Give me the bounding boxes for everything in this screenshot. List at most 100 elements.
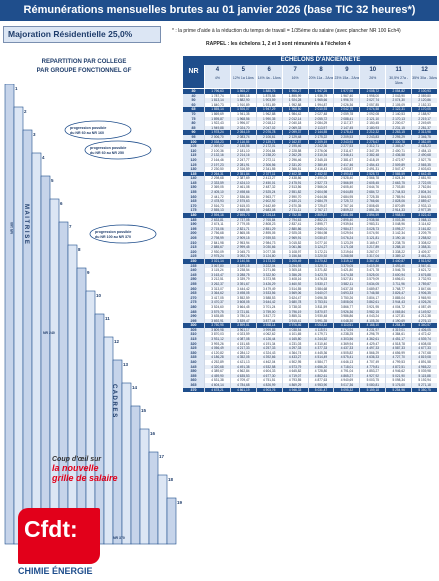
salary-cell: 3 870,03 [204,332,230,338]
salary-cell: 1 926,07 [229,107,256,112]
salary-cell: 2 870,89 [385,203,412,209]
salary-cell: 3 319,12 [333,258,360,264]
salary-cell: 2 525,24 [255,190,282,195]
salary-cell: 3 209,79 [411,231,438,236]
salary-cell: 2 178,43 [333,130,360,135]
progression-bubble [64,120,132,140]
salary-cell: 3 189,15 [229,263,256,269]
salary-cell: 2 984,73 [255,240,282,246]
salary-cell: 4 101,65 [281,332,308,338]
salary-cell: 2 038,23 [204,139,230,145]
salary-cell: 2 089,80 [411,93,438,99]
salary-cell: 2 424,10 [229,180,256,186]
salary-cell: 4 062,62 [255,332,282,338]
salary-cell: 2 655,05 [229,208,256,214]
salary-cell: 2 566,04 [307,185,334,191]
salary-cell: 3 171,08 [333,245,360,250]
salary-cell: 2 369,05 [204,185,230,191]
nr-cell: 110 [183,148,204,154]
nr-cell: 165 [183,199,204,204]
salary-cell: 3 474,38 [333,272,360,278]
salary-cell: 2 785,94 [385,194,412,200]
nr-cell: 145 [183,180,204,186]
salary-cell: 3 811,59 [307,304,334,310]
salary-cell: 1 813,14 [204,98,230,103]
nr-cell: 140 [183,176,204,181]
salary-cell: 5 098,34 [385,378,412,383]
page-title: Rémunérations mensuelles brutes au 01 ja… [0,0,439,21]
salary-cell: 2 674,11 [204,222,230,227]
salary-cell: 2 180,93 [359,125,386,131]
salary-cell: 4 869,29 [281,383,308,388]
salary-cell: 2 452,92 [307,171,334,177]
salary-cell: 2 566,78 [359,176,386,181]
salary-cell: 2 909,15 [229,236,256,241]
salary-cell: 3 156,84 [281,254,308,259]
salary-cell: 4 784,68 [229,383,256,388]
salary-cell: 5 115,88 [411,373,438,379]
salary-cell: 3 804,17 [359,295,386,301]
salary-cell: 2 551,82 [281,190,308,195]
cfdt-logo [18,508,100,564]
salary-cell: 3 370,05 [333,263,360,269]
salary-cell: 1 996,70 [333,98,360,103]
salary-cell: 3 267,07 [359,249,386,255]
salary-cell: 4 718,01 [333,364,360,370]
salary-cell: 2 851,98 [333,213,360,218]
salary-cell: 2 139,71 [255,139,282,145]
salary-cell: 2 808,23 [255,222,282,227]
promo-text: Coup d'œil sur la nouvelle grille de sal… [52,456,142,483]
nr-cell: 115 [183,153,204,158]
echelons-header: ECHELONS D'ANCIENNETE [204,56,437,65]
majoration-box: Majoration Résidentielle 25,0% [3,26,161,43]
salary-cell: 3 915,41 [281,318,308,324]
salary-cell: 2 400,71 [385,148,412,154]
nr-cell: 65 [183,107,204,112]
salary-cell: 3 262,37 [204,281,230,287]
salary-cell: 2 983,31 [359,222,386,227]
salary-cell: 4 389,67 [204,369,230,374]
salary-cell: 3 899,81 [229,323,256,328]
salary-cell: 2 528,40 [333,176,360,181]
salary-cell: 2 027,74 [359,98,386,103]
gf-number: 3 [33,132,36,137]
salary-cell: 4 120,82 [204,350,230,356]
salary-cell: 2 885,67 [204,245,230,250]
salary-cell: 4 678,21 [204,387,230,393]
salary-cell: 3 938,14 [255,323,282,328]
salary-cell: 2 188,97 [411,111,438,117]
maitrise-label: M A I T R I S E [23,204,29,244]
salary-cell: 4 115,91 [307,327,334,333]
salary-cell: 2 312,71 [359,144,386,149]
echelon-number: 4 [215,67,220,73]
salary-cell: 4 126,44 [255,337,282,342]
salary-cell: 3 826,47 [385,291,412,296]
salary-cell: 3 419,39 [359,263,386,269]
salary-cell: 2 633,81 [204,217,230,223]
salary-cell: 5 003,75 [359,378,386,383]
salary-cell: 3 338,22 [385,249,412,255]
salary-cell: 2 644,85 [333,190,360,195]
nr-cell: 370 [183,387,204,393]
salary-cell: 3 711,96 [385,281,412,287]
salary-cell: 2 055,72 [307,116,334,122]
salary-cell: 3 124,27 [307,245,334,250]
salary-cell: 2 841,98 [204,240,230,246]
salary-cell: 2 181,10 [229,148,256,154]
salary-cell: 3 238,54 [229,268,256,273]
salary-cell: 2 043,90 [385,93,412,99]
salary-cell: 4 462,04 [255,360,282,365]
salary-cell: 1 931,89 [255,102,282,108]
salary-cell: 2 938,58 [359,217,386,223]
